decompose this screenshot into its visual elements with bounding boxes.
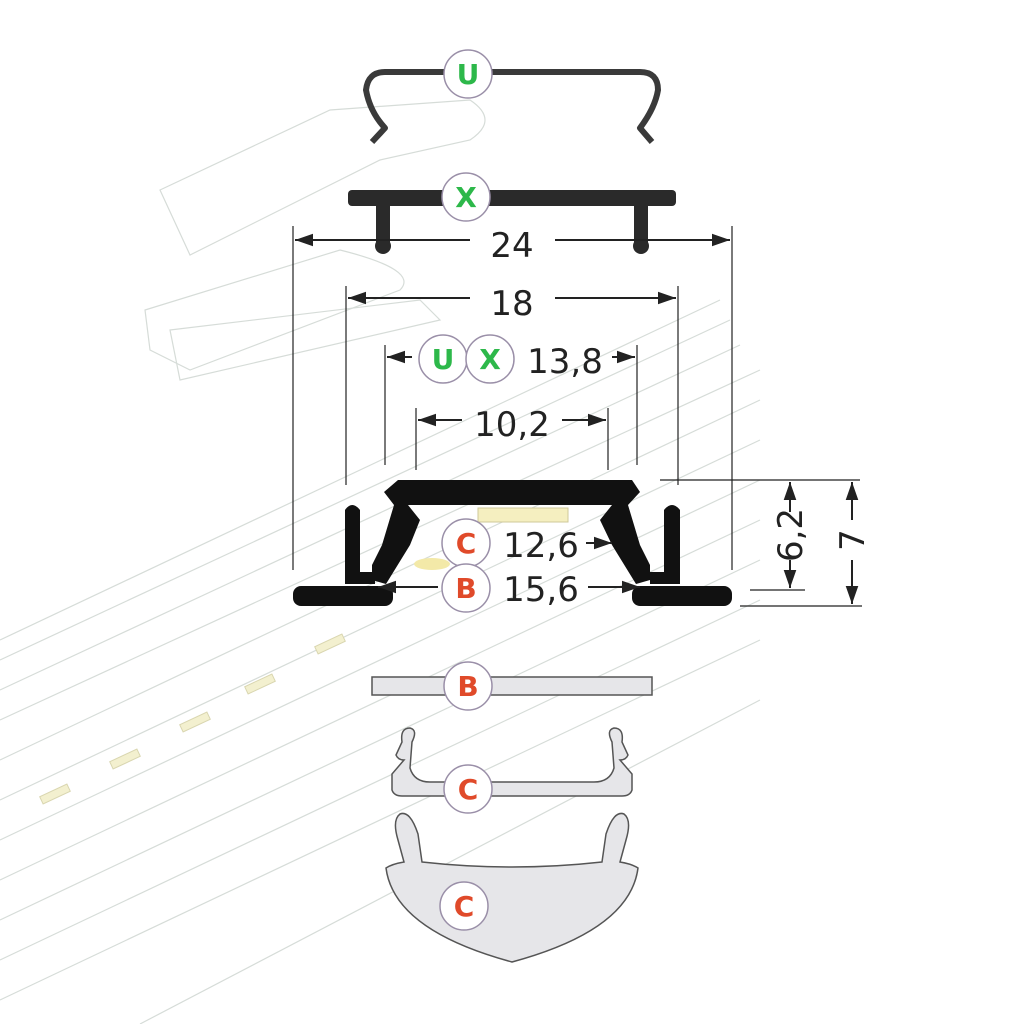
badge-x-cover: X — [441, 172, 491, 222]
badge-b-cover: B — [443, 661, 493, 711]
dim-cover-b-width-label: 15,6 — [503, 570, 579, 610]
badge-c-round-cover-text: C — [454, 890, 475, 923]
dimension-24: 24 — [292, 226, 733, 570]
led-chips — [39, 633, 346, 805]
badge-x-dimension-text: X — [479, 343, 501, 376]
cover-b-shape — [371, 676, 653, 696]
dimension-18: 18 — [345, 284, 679, 485]
cover-u-shape — [363, 69, 661, 145]
dimension-6-2: 6,2 — [660, 479, 860, 591]
cover-c-round-shape — [385, 812, 639, 963]
dimension-10-2: 10,2 — [415, 405, 609, 470]
dim-width-total-label: 24 — [490, 226, 533, 266]
cover-x-shape — [348, 190, 676, 254]
badge-c-dimension: C — [441, 518, 491, 568]
aluminium-profile — [293, 480, 732, 606]
dimension-15-6: 15,6 — [378, 570, 640, 610]
badge-x-cover-text: X — [455, 181, 477, 214]
badge-c-dimension-text: C — [456, 527, 477, 560]
dim-cover-c-width-label: 12,6 — [503, 526, 579, 566]
badge-c-round-cover: C — [439, 881, 489, 931]
badge-u-cover: U — [443, 49, 493, 99]
badge-u-cover-text: U — [457, 58, 480, 91]
badge-c-shallow-cover-text: C — [458, 773, 479, 806]
dim-height-total-label: 7 — [833, 529, 873, 551]
dim-width-inner-label: 18 — [490, 284, 533, 324]
dim-led-width-label: 10,2 — [474, 405, 550, 445]
cover-c-shallow-shape — [391, 727, 633, 797]
badge-b-cover-text: B — [457, 670, 478, 703]
dimension-13-8: 13,8 — [384, 342, 638, 465]
badge-x-dimension: X — [465, 334, 515, 384]
badge-b-dimension: B — [441, 563, 491, 613]
dim-cover-width-label: 13,8 — [527, 342, 603, 382]
perspective-background — [0, 99, 761, 1024]
dimension-7: 7 — [740, 482, 873, 607]
badge-u-dimension-text: U — [432, 343, 455, 376]
badge-b-dimension-text: B — [455, 572, 476, 605]
dim-height-inner-label: 6,2 — [771, 508, 811, 562]
dimension-12-6: 12,6 — [503, 526, 612, 566]
badge-c-shallow-cover: C — [443, 764, 493, 814]
badge-u-dimension: U — [418, 334, 468, 384]
